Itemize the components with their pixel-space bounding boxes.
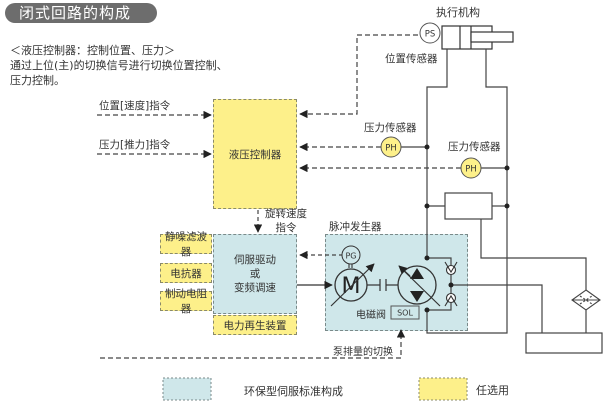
motor-icon: M xyxy=(330,263,375,307)
servo-drive-line-3: 变频调速 xyxy=(234,282,276,294)
svg-text:PG: PG xyxy=(345,252,356,261)
rotation-command-line-1: 旋转速度 xyxy=(265,208,307,220)
noise-filter-box: 静噪滤波器 xyxy=(160,231,212,258)
legend-standard-swatch xyxy=(162,377,212,401)
pressure-sensor-1-icon: PH xyxy=(380,136,402,158)
hydraulic-lines xyxy=(395,49,603,354)
pulse-generator-label: 脉冲发生器 xyxy=(329,221,382,233)
regen-unit-box: 电力再生装置 xyxy=(213,315,297,335)
pump-switch-label: 泵排量的切换 xyxy=(333,347,393,358)
servo-drive-line-2: 或 xyxy=(249,268,261,280)
servo-drive-box: 伺服驱动 或 变频调速 xyxy=(213,234,297,314)
intro-line-2: 通过上位(主)的切换信号进行切换位置控制、 xyxy=(10,59,228,72)
position-feedback-line xyxy=(299,34,418,119)
legend-standard-label: 环保型伺服标准构成 xyxy=(244,385,343,398)
intro-text: ＜液压控制器：控制位置、压力＞ 通过上位(主)的切换信号进行切换位置控制、 压力… xyxy=(10,43,228,88)
legend-optional-swatch xyxy=(418,377,468,401)
legend-optional-label: 任选用 xyxy=(476,384,509,397)
pressure-command-label: 压力[推力]指令 xyxy=(99,139,171,151)
regen-unit-label: 电力再生装置 xyxy=(223,319,287,332)
coupling-icon xyxy=(367,279,398,291)
position-command-label: 位置[速度]指令 xyxy=(99,100,171,112)
svg-text:PH: PH xyxy=(465,165,477,175)
section-title: 闭式回路的构成 xyxy=(5,3,157,23)
intro-line-1: ＜液压控制器：控制位置、压力＞ xyxy=(10,44,175,57)
hydraulic-controller-box: 液压控制器 xyxy=(213,99,297,209)
solenoid-label: 电磁阀 xyxy=(356,310,386,321)
junction-dots xyxy=(424,144,510,313)
solenoid-valve-icon: SOL xyxy=(390,305,420,320)
position-sensor-label: 位置传感器 xyxy=(385,53,438,65)
svg-text:SOL: SOL xyxy=(397,309,413,318)
svg-text:PH: PH xyxy=(385,144,397,154)
pump-switch-line xyxy=(100,329,406,359)
pressure-sensor-1-label: 压力传感器 xyxy=(364,122,417,134)
hydraulic-controller-label: 液压控制器 xyxy=(228,148,282,161)
variable-pump-icon xyxy=(397,265,441,307)
reactor-box: 电抗器 xyxy=(160,263,212,283)
servo-drive-line-1: 伺服驱动 xyxy=(234,254,276,266)
pressure-sensor-2-icon: PH xyxy=(460,157,482,179)
intro-line-3: 压力控制。 xyxy=(10,74,65,87)
brake-resistor-label: 制动电阻器 xyxy=(165,288,207,315)
brake-resistor-box: 制动电阻器 xyxy=(160,288,212,315)
actuator-label: 执行机构 xyxy=(436,6,480,19)
pulse-generator-icon: PG xyxy=(341,245,361,268)
filter-icon xyxy=(571,289,601,311)
check-valves-icon xyxy=(444,261,458,307)
cylinder-actuator xyxy=(441,25,514,50)
rotation-command-label: 旋转速度 指令 xyxy=(265,207,307,235)
pressure-sensor-2-label: 压力传感器 xyxy=(448,141,501,153)
position-sensor-icon: PS xyxy=(419,22,441,44)
svg-text:PS: PS xyxy=(425,30,436,40)
reactor-label: 电抗器 xyxy=(170,267,202,280)
noise-filter-label: 静噪滤波器 xyxy=(165,231,207,258)
rotation-command-line-2: 指令 xyxy=(275,222,297,234)
